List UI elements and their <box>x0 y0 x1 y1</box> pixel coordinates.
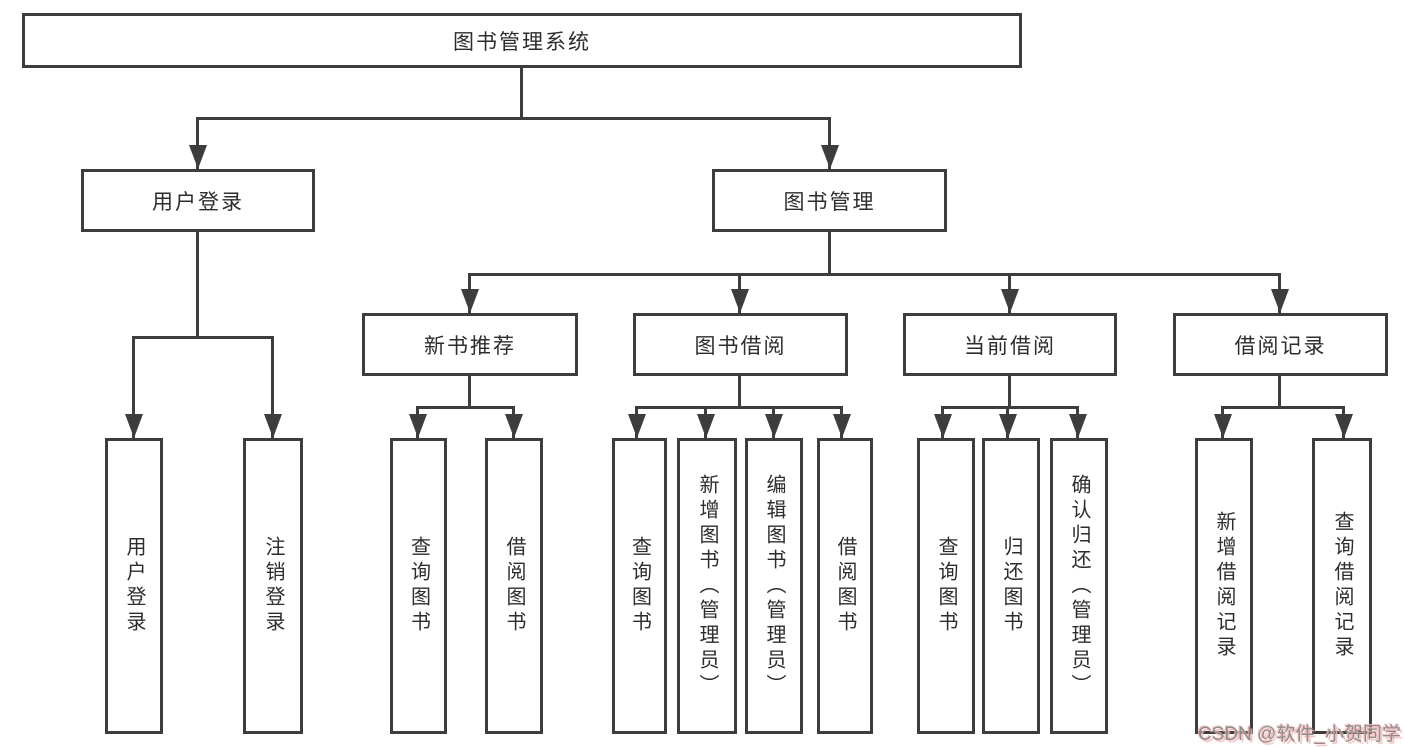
node-new-books-label: 新书推荐 <box>424 334 516 358</box>
connector-stub <box>828 117 831 169</box>
arrowhead-icon <box>1001 289 1019 313</box>
leaf-bookborrow-add: 新增图书（管理员） <box>677 438 737 734</box>
leaf-newbooks-query-label: 查询图书 <box>407 536 430 636</box>
connector-newbooks-feed <box>468 376 471 409</box>
node-book-borrow-label: 图书借阅 <box>694 334 787 358</box>
arrowhead-icon <box>189 145 207 169</box>
connector-root-feed <box>520 68 523 120</box>
leaf-bookborrow-edit-label: 编辑图书（管理员） <box>763 473 785 699</box>
connector-stub <box>196 117 199 169</box>
leaf-logout: 注销登录 <box>243 438 303 734</box>
node-user-login: 用户登录 <box>81 169 315 232</box>
leaf-bookborrow-edit: 编辑图书（管理员） <box>745 438 803 734</box>
leaf-currentborrow-query: 查询图书 <box>917 438 975 734</box>
leaf-bookborrow-query-label: 查询图书 <box>628 536 651 636</box>
leaf-currentborrow-confirm-label: 确认归还（管理员） <box>1068 473 1090 699</box>
connector-stub <box>271 336 274 438</box>
node-new-books: 新书推荐 <box>362 313 578 376</box>
connector-newbooks-bar <box>416 406 515 409</box>
leaf-bookborrow-borrow-label: 借阅图书 <box>834 536 856 636</box>
connector-userlogin-feed <box>196 232 199 339</box>
connector-currentborrow-feed <box>1008 376 1011 409</box>
leaf-records-add-label: 新增借阅记录 <box>1213 511 1235 661</box>
arrowhead-icon <box>731 289 749 313</box>
arrowhead-icon <box>125 414 143 438</box>
connector-borrowrecords-feed <box>1278 376 1281 409</box>
arrowhead-icon <box>409 414 427 438</box>
leaf-currentborrow-return-label: 归还图书 <box>1000 536 1022 636</box>
connector-bookborrow-feed <box>738 376 741 409</box>
connector-currentborrow-bar <box>941 406 1079 409</box>
arrowhead-icon <box>1069 414 1087 438</box>
leaf-newbooks-query: 查询图书 <box>390 438 447 734</box>
leaf-records-query-label: 查询借阅记录 <box>1331 511 1353 661</box>
connector-userlogin-bar <box>132 336 274 339</box>
arrowhead-icon <box>461 289 479 313</box>
arrowhead-icon <box>505 414 523 438</box>
connector-bookborrow-bar <box>635 406 843 409</box>
connector-level3-bar <box>468 273 1281 276</box>
leaf-records-query: 查询借阅记录 <box>1312 438 1372 734</box>
connector-stub <box>132 336 135 438</box>
node-book-mgmt-label: 图书管理 <box>783 190 876 214</box>
node-current-borrow: 当前借阅 <box>903 313 1117 376</box>
arrowhead-icon <box>765 414 783 438</box>
connector-bookmgmt-feed <box>828 232 831 276</box>
arrowhead-icon <box>1214 414 1232 438</box>
arrowhead-icon <box>628 414 646 438</box>
node-borrow-records-label: 借阅记录 <box>1234 334 1327 358</box>
leaf-logout-label: 注销登录 <box>262 536 284 636</box>
node-borrow-records: 借阅记录 <box>1173 313 1388 376</box>
node-book-mgmt: 图书管理 <box>712 169 947 232</box>
arrowhead-icon <box>264 414 282 438</box>
arrowhead-icon <box>833 414 851 438</box>
leaf-currentborrow-return: 归还图书 <box>982 438 1040 734</box>
leaf-user-login-label: 用户登录 <box>123 536 145 636</box>
arrowhead-icon <box>821 145 839 169</box>
leaf-records-add: 新增借阅记录 <box>1195 438 1253 734</box>
node-book-borrow: 图书借阅 <box>633 313 848 376</box>
leaf-currentborrow-confirm: 确认归还（管理员） <box>1050 438 1108 734</box>
arrowhead-icon <box>999 414 1017 438</box>
node-user-login-label: 用户登录 <box>152 190 244 214</box>
node-current-borrow-label: 当前借阅 <box>964 334 1056 358</box>
arrowhead-icon <box>934 414 952 438</box>
node-root-label: 图书管理系统 <box>453 30 591 54</box>
connector-borrowrecords-bar <box>1221 406 1345 409</box>
leaf-bookborrow-add-label: 新增图书（管理员） <box>696 473 718 699</box>
leaf-bookborrow-borrow: 借阅图书 <box>817 438 873 734</box>
arrowhead-icon <box>1335 414 1353 438</box>
leaf-user-login: 用户登录 <box>105 438 163 734</box>
arrowhead-icon <box>697 414 715 438</box>
arrowhead-icon <box>1271 289 1289 313</box>
csdn-watermark: CSDN @软件_小贺同学 <box>1198 724 1401 745</box>
leaf-newbooks-borrow: 借阅图书 <box>485 438 543 734</box>
node-root: 图书管理系统 <box>22 13 1022 68</box>
leaf-newbooks-borrow-label: 借阅图书 <box>503 536 525 636</box>
leaf-bookborrow-query: 查询图书 <box>612 438 667 734</box>
leaf-currentborrow-query-label: 查询图书 <box>935 536 957 636</box>
connector-level1-bar <box>196 117 831 120</box>
